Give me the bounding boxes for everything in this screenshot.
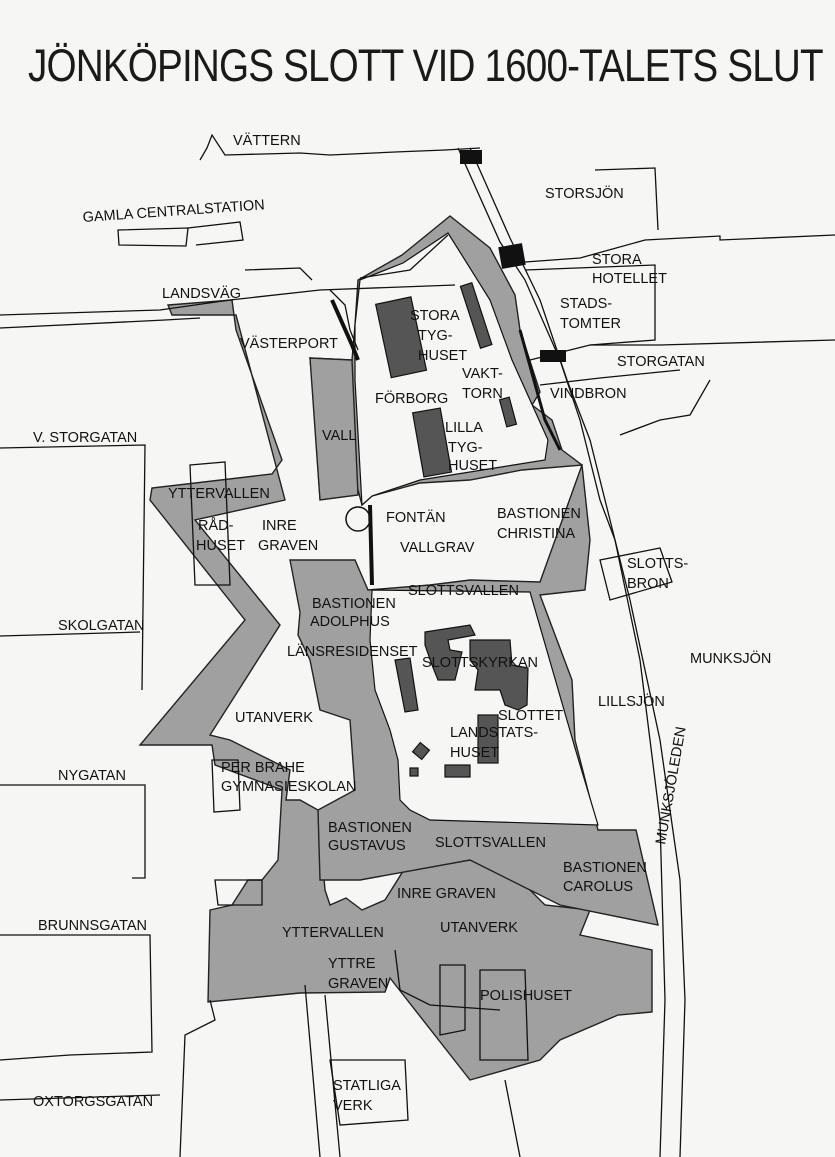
label-bastionen-adolphus-1: BASTIONEN — [312, 596, 396, 612]
label-slottsbron-1: SLOTTS- — [627, 556, 688, 572]
label-stora-tyghuset-3: HUSET — [418, 348, 467, 364]
label-bastionen-christina-1: BASTIONEN — [497, 506, 581, 522]
label-inre-graven-1: INRE — [262, 518, 297, 534]
label-per-brahe-1: PER BRAHE — [221, 760, 305, 776]
label-bastionen-carolus-2: CAROLUS — [563, 879, 633, 895]
small-building-1 — [411, 741, 431, 761]
label-storsjon: STORSJÖN — [545, 184, 624, 202]
label-yttre-graven-1: YTTRE — [328, 956, 376, 972]
label-polishuset: POLISHUSET — [480, 988, 572, 1004]
label-vakttorn-2: TORN — [462, 386, 503, 402]
slottskyrkan-building — [424, 624, 476, 681]
label-bastionen-gustavus-1: BASTIONEN — [328, 820, 412, 836]
label-yttervallen-bottom: YTTERVALLEN — [282, 925, 384, 941]
label-vindbron: VINDBRON — [550, 386, 627, 402]
stora-tyghuset-wing — [459, 281, 493, 349]
label-forborg: FÖRBORG — [375, 389, 448, 407]
label-storgatan: STORGATAN — [617, 354, 705, 370]
vattern-shoreline — [199, 133, 481, 161]
vallgrav-wall — [368, 504, 374, 586]
label-statliga-verk-2: VERK — [333, 1098, 373, 1114]
label-slottsvallen-bottom: SLOTTSVALLEN — [435, 835, 546, 851]
label-stora-tyghuset-2: TYG- — [418, 328, 453, 344]
vindbron-bridge-south — [540, 350, 566, 362]
label-inre-graven-2: GRAVEN — [258, 538, 318, 554]
stora-tyghuset-building — [374, 296, 428, 379]
label-vasterport: VÄSTERPORT — [240, 335, 338, 352]
label-slottskyrkan: SLOTTSKYRKAN — [422, 655, 538, 671]
north-gate — [460, 150, 482, 164]
label-fontan: FONTÄN — [386, 509, 446, 526]
label-stadstomter-1: STADS- — [560, 296, 612, 312]
slottet-building — [469, 639, 529, 711]
label-landstatshuset-2: HUSET — [450, 745, 499, 761]
label-utanverk-left: UTANVERK — [235, 710, 313, 726]
label-munksjoleden: MUNKSJÖLEDEN — [651, 725, 689, 846]
label-bastionen-carolus-1: BASTIONEN — [563, 860, 647, 876]
label-brunnsgatan: BRUNNSGATAN — [38, 918, 147, 934]
label-bastionen-adolphus-2: ADOLPHUS — [310, 614, 390, 630]
east-moat-wall — [518, 329, 562, 451]
label-stora-hotellet-1: STORA — [592, 252, 642, 268]
label-lansresidenset: LÄNSRESIDENSET — [287, 643, 418, 660]
label-stadstomter-2: TOMTER — [560, 316, 621, 332]
label-lilla-tyghuset-1: LILLA — [445, 420, 483, 436]
label-slottet: SLOTTET — [498, 708, 563, 724]
label-stora-hotellet-2: HOTELLET — [592, 271, 667, 287]
label-lilla-tyghuset-3: HUSET — [448, 458, 497, 474]
vindbron-bridge — [498, 243, 526, 269]
label-bastionen-gustavus-2: GUSTAVUS — [328, 838, 406, 854]
landstatshuset-building — [477, 714, 499, 764]
lilla-tyghuset-building — [411, 407, 453, 478]
label-munksjon: MUNKSJÖN — [690, 649, 771, 667]
label-slottsbron-2: BRON — [627, 576, 669, 592]
label-utanverk-bottom: UTANVERK — [440, 920, 518, 936]
label-vattern: VÄTTERN — [233, 132, 301, 149]
small-building-2 — [409, 767, 419, 777]
label-landstatshuset-1: LANDSTATS- — [450, 725, 538, 741]
label-yttervallen-top: YTTERVALLEN — [168, 486, 270, 502]
label-lilla-tyghuset-2: TYG- — [448, 440, 483, 456]
place-labels: VÄTTERN GAMLA CENTRALSTATION STORSJÖN ST… — [33, 132, 771, 1114]
label-v-storgatan: V. STORGATAN — [33, 430, 137, 446]
label-stora-tyghuset-1: STORA — [410, 308, 460, 324]
label-statliga-verk-1: STATLIGA — [333, 1078, 401, 1094]
west-wall — [330, 299, 360, 361]
modern-outlines — [0, 147, 835, 1157]
lansresidenset-building — [394, 657, 419, 713]
label-oxtorgsgatan: OXTORGSGATAN — [33, 1094, 153, 1110]
label-inre-graven-bottom: INRE GRAVEN — [397, 886, 496, 902]
vakttorn-building — [498, 396, 518, 428]
label-vakttorn-1: VAKT- — [462, 366, 503, 382]
label-skolgatan: SKOLGATAN — [58, 618, 144, 634]
fontan-marker — [345, 506, 371, 532]
label-radhuset-1: RÅD- — [198, 517, 234, 534]
label-yttre-graven-2: GRAVEN — [328, 976, 388, 992]
label-slottsvallen-top: SLOTTSVALLEN — [408, 583, 519, 599]
label-vall: VALL — [322, 428, 356, 444]
label-bastionen-christina-2: CHRISTINA — [497, 526, 575, 542]
label-vallgrav: VALLGRAV — [400, 540, 475, 556]
label-nygatan: NYGATAN — [58, 768, 126, 784]
small-building-3 — [444, 764, 471, 778]
label-per-brahe-2: GYMNASIESKOLAN — [221, 779, 356, 795]
map-title: JÖNKÖPINGS SLOTT VID 1600-TALETS SLUT — [28, 40, 824, 91]
vall-rampart — [309, 357, 359, 501]
label-landsvag: LANDSVÄG — [162, 285, 241, 302]
label-lillsjon: LILLSJÖN — [598, 692, 665, 710]
label-radhuset-2: HUSET — [196, 538, 245, 554]
